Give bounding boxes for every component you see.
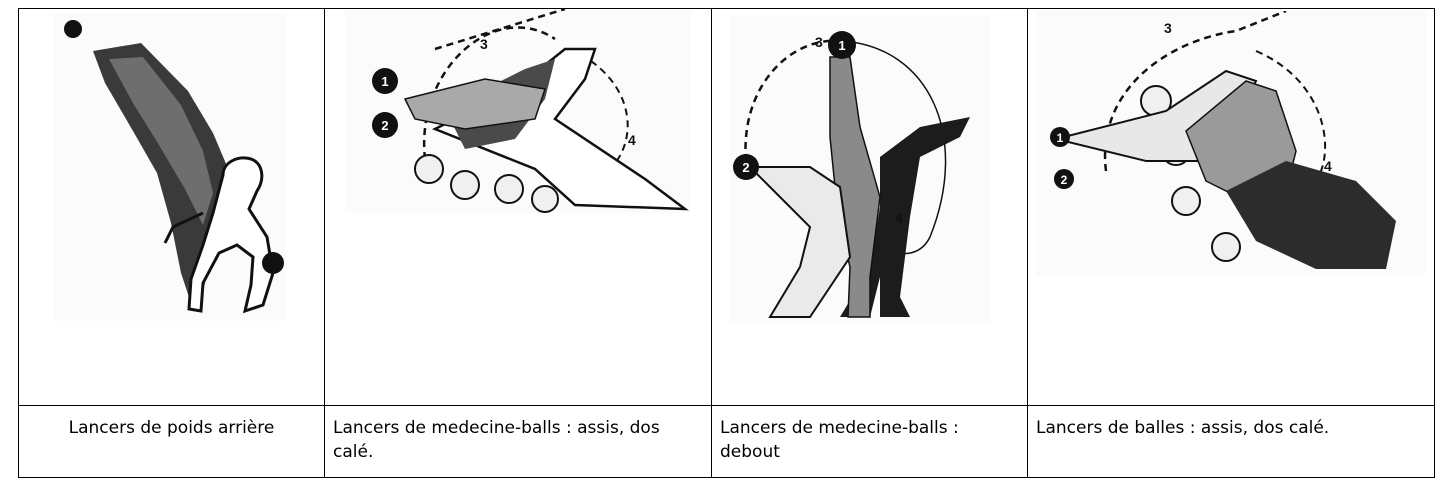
illustration-cell-2: 1 2 3 4 xyxy=(325,9,712,406)
caption-cell-2: Lancers de medecine-balls : assis, dos c… xyxy=(325,406,712,478)
marker-1: 1 xyxy=(381,74,388,89)
marker-4: 4 xyxy=(628,132,636,148)
standing-medicine-ball-throw-drawing: 1 2 3 4 xyxy=(730,17,990,323)
marker-4: 4 xyxy=(895,210,903,226)
marker-3: 3 xyxy=(1164,20,1172,36)
marker-1: 1 xyxy=(1057,131,1064,145)
caption-row: Lancers de poids arrière Lancers de mede… xyxy=(19,406,1435,478)
illustration-cell-1 xyxy=(19,9,325,406)
marker-3: 3 xyxy=(480,36,488,52)
athlete-throwing-weight-backward-drawing xyxy=(53,13,285,321)
caption-cell-3: Lancers de medecine-balls : debout xyxy=(712,406,1028,478)
illustration-cell-4: 1 2 3 4 xyxy=(1028,9,1435,406)
seated-ball-throw-drawing: 1 2 3 4 xyxy=(1036,11,1426,275)
marker-2: 2 xyxy=(742,160,749,175)
marker-2: 2 xyxy=(381,118,388,133)
exercise-table: 1 2 3 4 1 2 3 xyxy=(18,8,1435,478)
caption-weight-throw: Lancers de poids arrière xyxy=(19,406,324,440)
marker-2: 2 xyxy=(1061,173,1068,187)
marker-3: 3 xyxy=(815,34,823,50)
illustration-cell-3: 1 2 3 4 xyxy=(712,9,1028,406)
marker-1: 1 xyxy=(838,38,845,53)
caption-standing-medicine-ball: Lancers de medecine-balls : debout xyxy=(712,406,1027,464)
seated-medicine-ball-throw-drawing: 1 2 3 4 xyxy=(345,9,691,213)
caption-cell-1: Lancers de poids arrière xyxy=(19,406,325,478)
caption-seated-ball-throw: Lancers de balles : assis, dos calé. xyxy=(1028,406,1434,440)
caption-cell-4: Lancers de balles : assis, dos calé. xyxy=(1028,406,1435,478)
caption-seated-medicine-ball: Lancers de medecine-balls : assis, dos c… xyxy=(325,406,711,464)
illustration-row: 1 2 3 4 1 2 3 xyxy=(19,9,1435,406)
marker-4: 4 xyxy=(1324,158,1332,174)
